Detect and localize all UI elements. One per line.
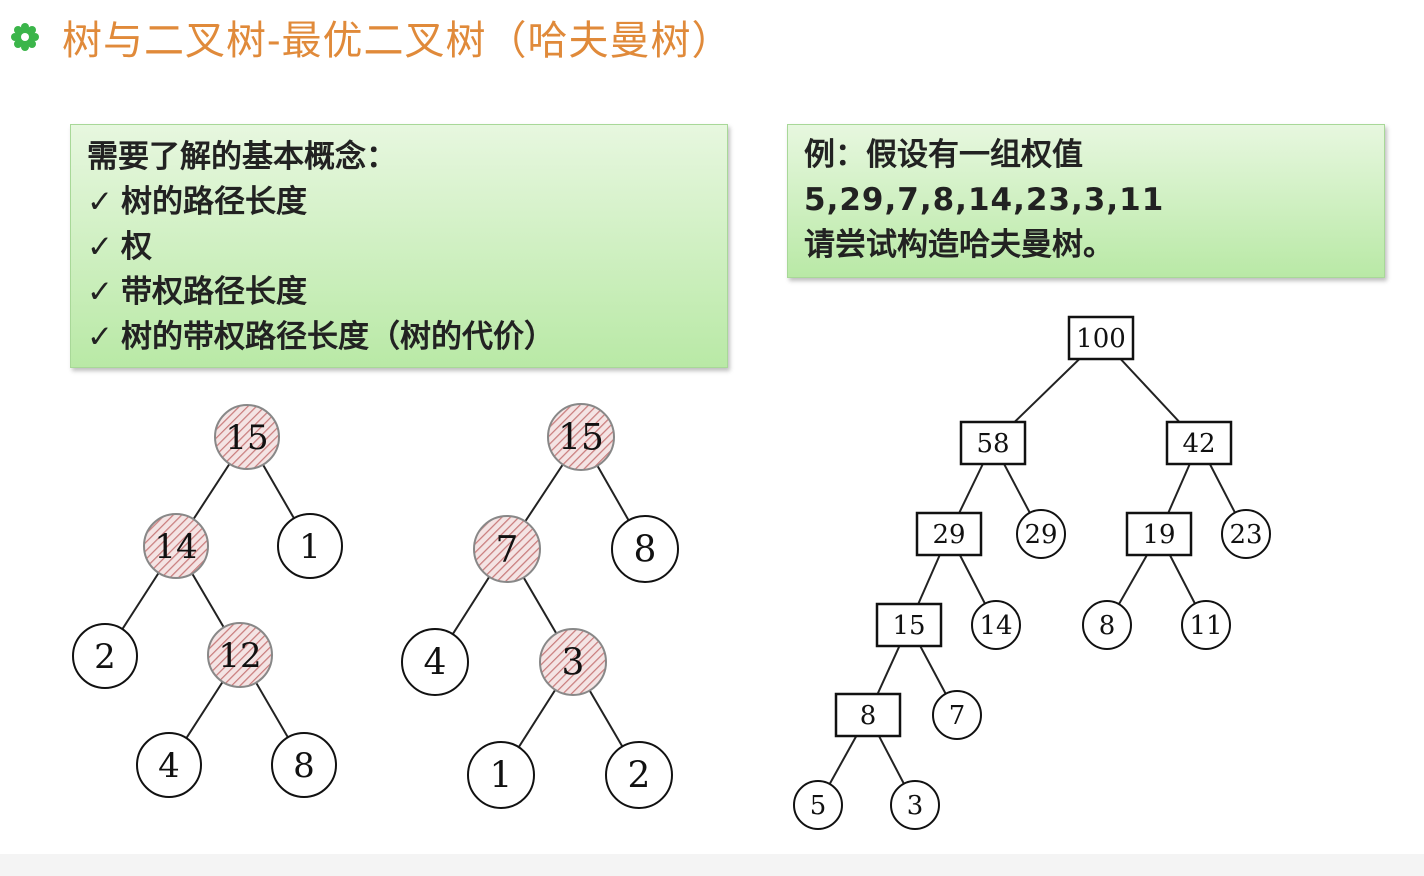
internal-node	[959, 420, 1027, 466]
example-weights: 5,29,7,8,14,23,3,11	[804, 182, 1165, 218]
check-icon: ✓	[87, 229, 113, 265]
leaf-node	[1181, 600, 1231, 650]
path-node	[539, 628, 607, 696]
node-label: 14	[979, 611, 1012, 641]
node-label: 4	[424, 643, 447, 684]
example-line: 例：假设有一组权值	[804, 137, 1083, 173]
concept-item: ✓树的路径长度	[87, 180, 727, 225]
node-label: 8	[1099, 611, 1116, 641]
concept-label: 带权路径长度	[121, 274, 307, 310]
huffman-tree: 100 58 42 29 29 19 23 15 14 8 11 8 7 5 3	[793, 315, 1271, 830]
node-label: 2	[628, 756, 651, 797]
leaf-node	[1221, 509, 1271, 559]
path-node	[207, 622, 273, 688]
node-label: 42	[1182, 429, 1215, 459]
node-label: 1	[299, 527, 321, 567]
leaf-node	[277, 513, 343, 579]
node-label: 19	[1142, 520, 1175, 550]
internal-node	[1165, 420, 1233, 466]
concept-item: ✓带权路径长度	[87, 270, 727, 315]
leaf-node	[793, 780, 843, 830]
concept-label: 树的带权路径长度（树的代价）	[121, 319, 555, 355]
leaf-node	[1016, 509, 1066, 559]
check-icon: ✓	[87, 274, 113, 310]
node-label: 3	[907, 791, 924, 821]
path-node	[547, 403, 615, 471]
leaf-node	[1082, 600, 1132, 650]
leaf-node	[72, 623, 138, 689]
leaf-node	[401, 628, 469, 696]
node-label: 29	[932, 520, 965, 550]
check-icon: ✓	[87, 184, 113, 220]
node-label: 7	[949, 701, 966, 731]
node-label: 1	[490, 756, 513, 797]
leaf-node	[971, 600, 1021, 650]
internal-node	[834, 692, 902, 738]
node-label: 15	[892, 611, 925, 641]
page-title: 树与二叉树-最优二叉树（哈夫曼树）	[62, 18, 733, 64]
node-label: 15	[558, 418, 604, 459]
node-label: 4	[158, 746, 180, 786]
leaf-node	[467, 741, 535, 809]
node-label: 29	[1024, 520, 1057, 550]
path-node	[473, 515, 541, 583]
check-icon: ✓	[87, 319, 113, 355]
concept-label: 权	[121, 229, 152, 265]
example-box: 例：假设有一组权值 5,29,7,8,14,23,3,11 请尝试构造哈夫曼树。	[787, 124, 1385, 278]
internal-node	[1067, 315, 1135, 361]
node-label: 15	[225, 418, 268, 458]
node-label: 12	[218, 636, 261, 676]
node-label: 8	[293, 746, 315, 786]
node-label: 100	[1076, 324, 1126, 354]
leaf-node	[932, 690, 982, 740]
node-label: 23	[1229, 520, 1262, 550]
leaf-node	[890, 780, 940, 830]
node-label: 8	[634, 530, 657, 571]
node-label: 14	[154, 527, 197, 567]
concept-item: ✓权	[87, 225, 727, 270]
leaf-node	[136, 732, 202, 798]
node-label: 2	[94, 637, 116, 677]
node-label: 5	[810, 791, 827, 821]
concept-item: ✓树的带权路径长度（树的代价）	[87, 315, 727, 360]
tree-2: 15 7 8 4 3 1 2	[401, 403, 679, 809]
leaf-node	[605, 741, 673, 809]
path-node	[143, 513, 209, 579]
node-label: 3	[562, 643, 585, 684]
flower-bullet-icon	[11, 23, 39, 51]
leaf-node	[611, 515, 679, 583]
internal-node	[1125, 511, 1193, 557]
footer-bar	[0, 854, 1424, 876]
node-label: 58	[976, 429, 1009, 459]
internal-node	[915, 511, 983, 557]
leaf-node	[271, 732, 337, 798]
node-label: 7	[496, 530, 519, 571]
concepts-box: 需要了解的基本概念： ✓树的路径长度 ✓权 ✓带权路径长度 ✓树的带权路径长度（…	[70, 124, 728, 368]
path-node	[214, 404, 280, 470]
node-label: 11	[1189, 611, 1222, 641]
example-line: 请尝试构造哈夫曼树。	[804, 227, 1114, 263]
concepts-heading: 需要了解的基本概念：	[87, 139, 397, 175]
internal-node	[875, 602, 943, 648]
concept-label: 树的路径长度	[121, 184, 307, 220]
node-label: 8	[860, 701, 877, 731]
